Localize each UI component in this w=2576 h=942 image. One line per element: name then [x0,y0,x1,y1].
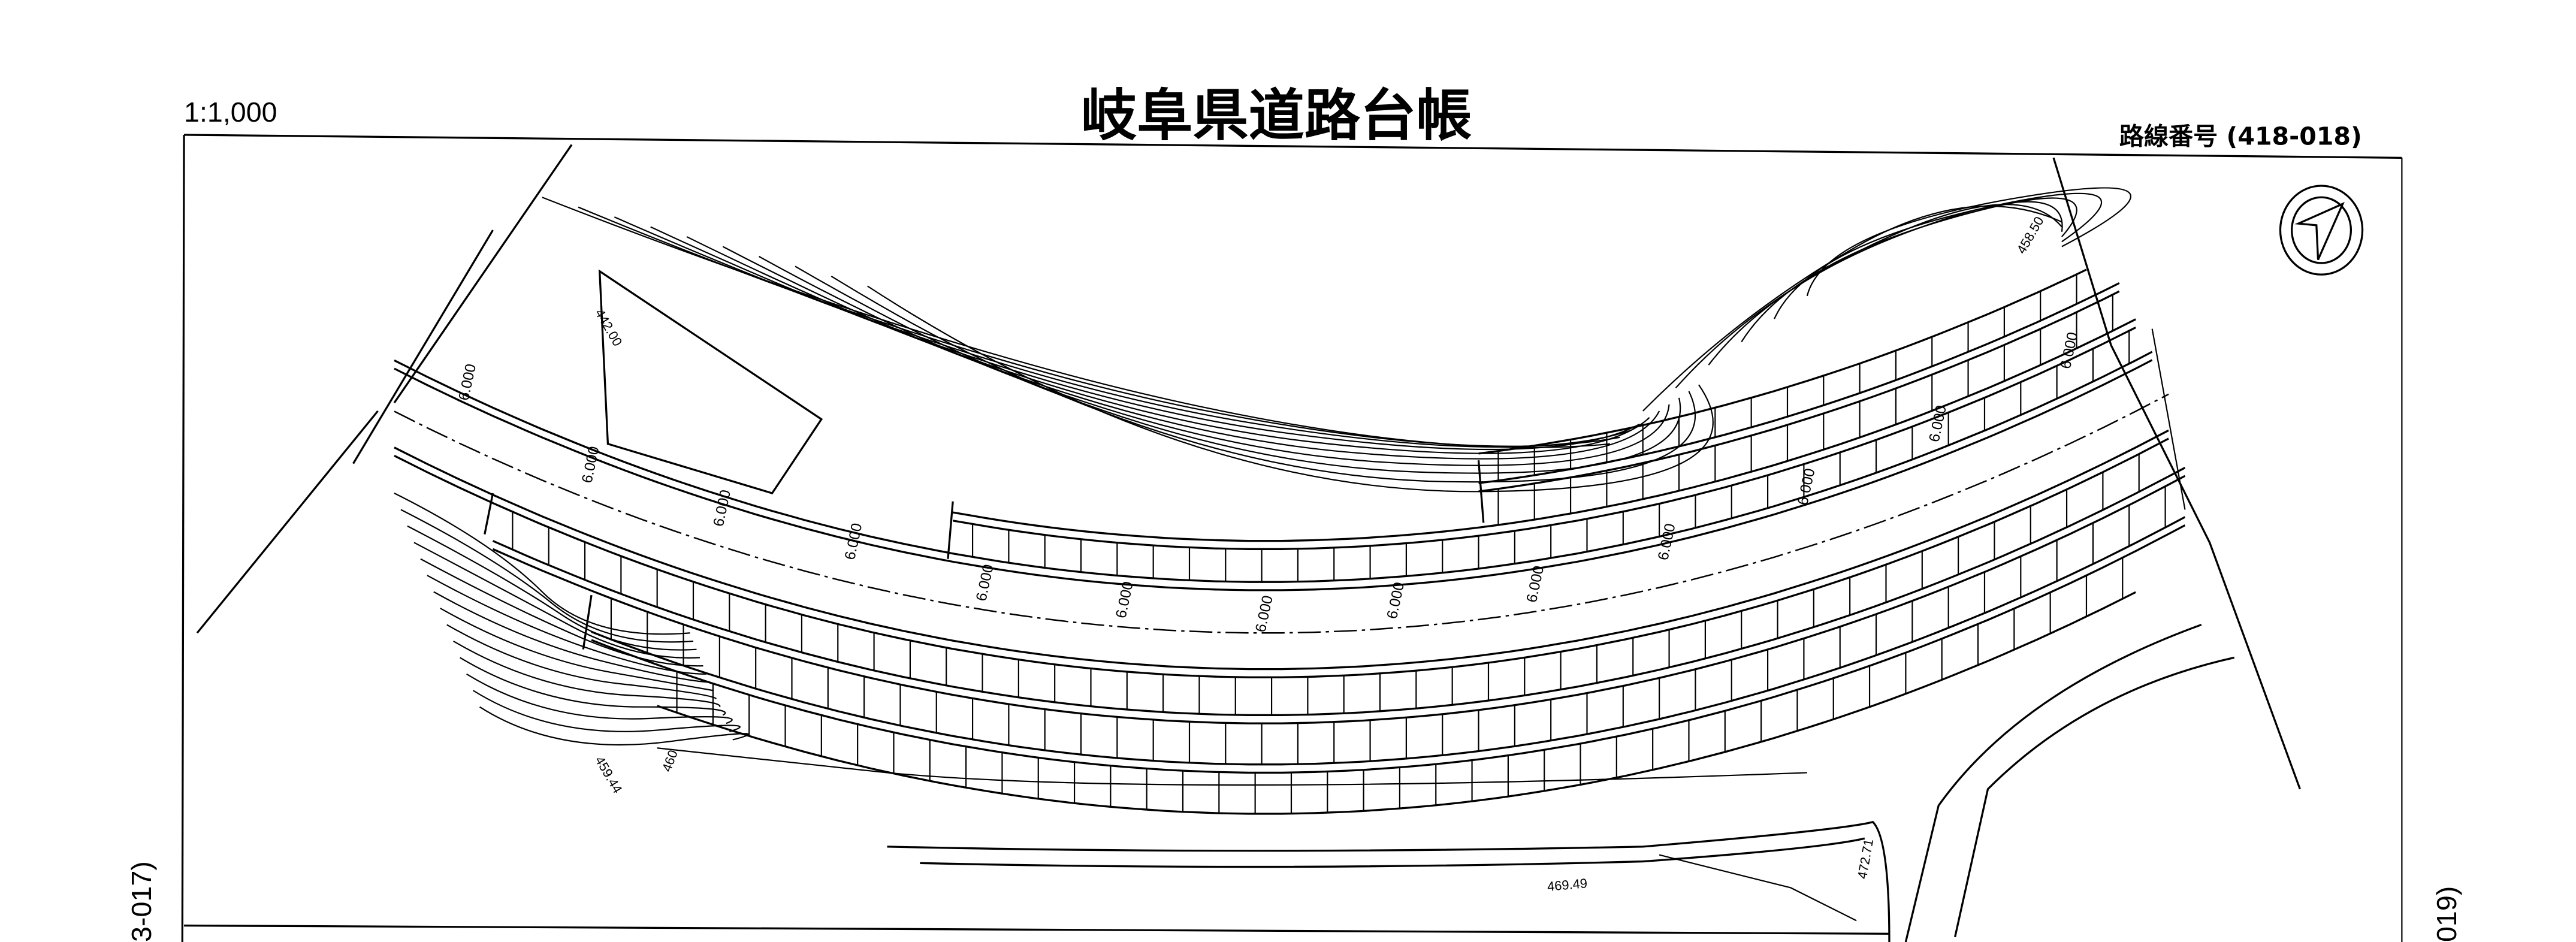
elevation-label: 458.50 [2013,214,2046,256]
contour-line [542,197,1610,448]
contour-line [466,673,733,724]
contour-line [433,591,710,683]
road-width-label: 6.000 [1926,404,1950,443]
road-edge-line [952,318,2136,542]
contour-line [446,624,717,699]
elevation-label: 459.44 [592,753,625,796]
road-width-label: 6.000 [842,522,865,561]
next-route-label: 019) [2431,886,2462,942]
building-outline [598,269,823,494]
north-arrow-icon [2279,185,2364,276]
road-edge-line [591,524,2186,774]
road-width-label: 6.000 [2058,331,2081,370]
contour-line [795,265,1681,474]
road-width-labels: 6.000 6.000 6.000 6.000 6.000 6.000 6.000 6.000… [456,331,2081,634]
contour-line [440,608,714,692]
contour-line [686,236,1650,454]
contour-line [1741,197,2077,343]
scale-label: 1:1,000 [184,96,277,128]
contour-line [1774,192,2102,319]
route-number: 路線番号 (418-018) [2119,122,2362,150]
road-edge-line [492,475,2186,724]
contour-line [650,226,1640,451]
elevation-label: 442.00 [592,306,625,349]
frame-left [181,134,185,942]
road-width-label: 6.000 [711,488,734,528]
contour-line [407,525,697,651]
contour-line [420,558,703,667]
contour-line [413,542,700,659]
road-width-label: 6.000 [1384,581,1408,620]
contour-line [1806,187,2131,297]
road-edge-line [591,516,2186,766]
road-edge-line [952,327,2136,550]
road-edge-line [394,429,2169,671]
contour-line [479,706,750,746]
road-edge-line [657,591,2136,815]
contour-line [614,216,1630,448]
road-edge-line [492,467,2186,717]
frame-bottom [184,924,1889,935]
contour-line [394,493,690,635]
road-width-label: 6.000 [1253,594,1276,633]
contour-line [831,275,1696,483]
terrain-features [196,144,2301,942]
road-lines [394,268,2186,815]
prev-route-label: 3-017) [126,861,157,942]
elevation-label: 460 [659,748,681,774]
contour-line [759,256,1670,466]
elevation-label: 469.49 [1547,875,1588,894]
road-edge-line [394,437,2169,678]
contour-line [460,657,726,716]
road-width-label: 6.000 [1113,580,1137,620]
contour-lines [394,187,2131,746]
contour-line [473,690,741,732]
contour-line [427,575,706,675]
contour-line [1675,204,2062,389]
contour-line [400,509,694,643]
road-width-label: 6.000 [456,363,479,402]
elevation-label: 472.71 [1855,838,1876,880]
page-title: 岐阜県道路台帳 [1081,83,1472,148]
road-width-label: 6.000 [973,563,996,603]
map-frame [181,134,2403,942]
contour-line [1708,201,2063,366]
road-edge-line [394,351,2153,583]
frame-top [184,134,2402,159]
contour-line [722,246,1660,460]
road-centerline [394,393,2169,634]
road-width-label: 6.000 [579,445,602,485]
road-edge-line [1478,268,2087,455]
road-width-label: 6.000 [1795,467,1818,506]
road-edge-line [394,359,2153,591]
contour-line [453,641,721,708]
contour-line [867,285,1714,493]
road-edge-line [1478,290,2120,493]
